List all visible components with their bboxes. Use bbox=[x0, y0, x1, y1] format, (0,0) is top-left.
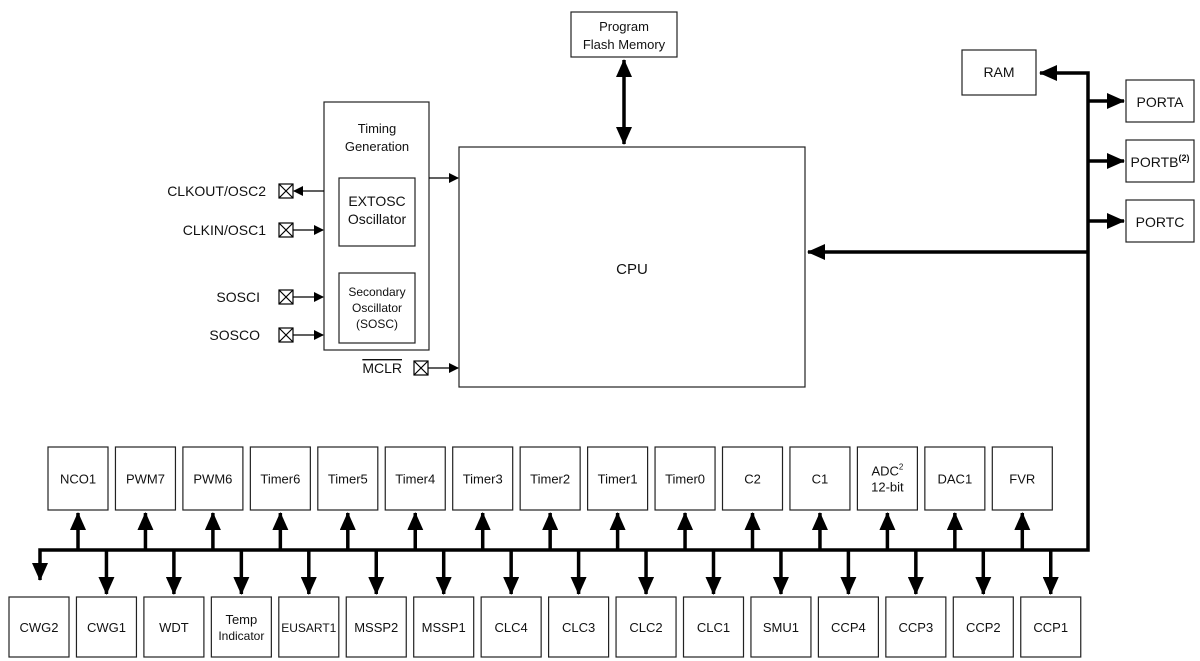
peripheral-label: Timer2 bbox=[530, 472, 570, 487]
port-block-porta: PORTA bbox=[1125, 79, 1195, 123]
peripheral-label: CWG2 bbox=[20, 620, 59, 635]
peripheral-label: Timer3 bbox=[463, 472, 503, 487]
pin-label-clkout: CLKOUT/OSC2 bbox=[167, 183, 266, 199]
peripheral-label: PWM7 bbox=[126, 472, 165, 487]
port-label: PORTB(2) bbox=[1131, 153, 1190, 170]
peripheral-clc3: CLC3 bbox=[547, 596, 610, 658]
peripheral-clc4: CLC4 bbox=[480, 596, 542, 658]
peripheral-label: Indicator bbox=[218, 629, 264, 643]
peripheral-cwg2: CWG2 bbox=[8, 596, 70, 658]
peripheral-timer4: Timer4 bbox=[384, 446, 446, 511]
extosc-label-1: EXTOSC bbox=[348, 193, 405, 209]
peripheral-label: WDT bbox=[159, 620, 189, 635]
sosc-label-1: Secondary bbox=[348, 285, 405, 299]
peripheral-ccp4: CCP4 bbox=[817, 596, 880, 658]
flash-label-line1: Program bbox=[599, 19, 649, 34]
system-bus bbox=[32, 65, 1090, 581]
peripheral-label: CLC4 bbox=[495, 620, 528, 635]
peripheral-label: EUSART1 bbox=[281, 621, 336, 635]
peripheral-label: Timer4 bbox=[395, 472, 435, 487]
peripheral-label: CCP1 bbox=[1033, 620, 1068, 635]
ram-block: RAM bbox=[961, 49, 1037, 96]
peripheral-label: MSSP1 bbox=[422, 620, 466, 635]
peripheral-label: C1 bbox=[812, 472, 829, 487]
peripheral-ccp3: CCP3 bbox=[885, 596, 947, 658]
peripheral-clc2: CLC2 bbox=[615, 596, 677, 658]
sosc-label-3: (SOSC) bbox=[356, 317, 398, 331]
port-block-portc: PORTC bbox=[1125, 199, 1195, 243]
sosc-block: Secondary Oscillator (SOSC) bbox=[338, 272, 416, 344]
peripheral-label: NCO1 bbox=[60, 472, 96, 487]
cpu-block: CPU bbox=[458, 146, 806, 388]
peripheral-label: CCP4 bbox=[831, 620, 866, 635]
extosc-block: EXTOSC Oscillator bbox=[338, 177, 416, 247]
port-label: PORTC bbox=[1136, 214, 1185, 230]
peripheral-label: Timer0 bbox=[665, 472, 705, 487]
pin-label-sosco: SOSCO bbox=[209, 327, 260, 343]
cpu-label: CPU bbox=[616, 261, 648, 278]
peripheral-mssp1: MSSP1 bbox=[413, 596, 475, 658]
peripheral-fvr: FVR bbox=[991, 446, 1053, 511]
peripheral-label: C2 bbox=[744, 472, 761, 487]
timing-title-1: Timing bbox=[358, 121, 397, 136]
peripheral-label: Timer1 bbox=[598, 472, 638, 487]
pin-clkout: CLKOUT/OSC2 bbox=[167, 183, 294, 199]
peripheral-label: DAC1 bbox=[938, 472, 973, 487]
peripheral-dac1: DAC1 bbox=[924, 446, 986, 511]
peripheral-label: SMU1 bbox=[763, 620, 799, 635]
peripheral-label: CLC3 bbox=[562, 620, 595, 635]
program-flash-memory-block: Program Flash Memory bbox=[570, 11, 678, 58]
peripheral-timer1: Timer1 bbox=[586, 446, 649, 511]
pin-clkin: CLKIN/OSC1 bbox=[183, 222, 294, 238]
port-label: PORTA bbox=[1137, 94, 1185, 110]
timing-title-2: Generation bbox=[345, 139, 409, 154]
pin-label-mclr: MCLR bbox=[362, 360, 402, 376]
peripheral-timer2: Timer2 bbox=[519, 446, 581, 511]
peripheral-label: CCP2 bbox=[966, 620, 1001, 635]
peripheral-pwm6: PWM6 bbox=[182, 446, 244, 511]
peripheral-timer0: Timer0 bbox=[654, 446, 716, 511]
peripheral-cwg1: CWG1 bbox=[75, 596, 138, 658]
peripheral-timer3: Timer3 bbox=[452, 446, 514, 511]
pin-label-sosci: SOSCI bbox=[216, 289, 260, 305]
peripheral-ccp1: CCP1 bbox=[1020, 596, 1082, 658]
peripheral-eusart1: EUSART1 bbox=[278, 596, 340, 658]
peripheral-label: CLC1 bbox=[697, 620, 730, 635]
peripheral-timer6: Timer6 bbox=[249, 446, 311, 511]
peripheral-c1: C1 bbox=[789, 446, 851, 511]
peripheral-label: FVR bbox=[1009, 472, 1035, 487]
peripheral-nco1: NCO1 bbox=[47, 446, 109, 511]
sosc-label-2: Oscillator bbox=[352, 301, 402, 315]
peripheral-label: MSSP2 bbox=[354, 620, 398, 635]
pin-sosci: SOSCI bbox=[216, 289, 294, 305]
peripheral-wdt: WDT bbox=[143, 596, 205, 658]
peripheral-label: CWG1 bbox=[87, 620, 126, 635]
pin-sosco: SOSCO bbox=[209, 327, 294, 343]
peripheral-label: Timer6 bbox=[260, 472, 300, 487]
flash-label-line2: Flash Memory bbox=[583, 37, 666, 52]
ram-label: RAM bbox=[983, 64, 1014, 80]
peripheral-clc1: CLC1 bbox=[682, 596, 745, 658]
peripheral-label: Timer5 bbox=[328, 472, 368, 487]
peripheral-label: PWM6 bbox=[193, 472, 232, 487]
pin-label-clkin: CLKIN/OSC1 bbox=[183, 222, 266, 238]
peripheral-label: Temp bbox=[225, 612, 257, 627]
peripheral-smu1: SMU1 bbox=[750, 596, 812, 658]
port-block-portb: PORTB(2) bbox=[1125, 139, 1195, 183]
peripheral-mssp2: MSSP2 bbox=[345, 596, 407, 658]
peripheral-timer5: Timer5 bbox=[317, 446, 379, 511]
peripheral-label: 12-bit bbox=[871, 480, 904, 495]
peripheral-label: CLC2 bbox=[629, 620, 662, 635]
peripheral-c2: C2 bbox=[721, 446, 784, 511]
timing-generation-block: Timing Generation EXTOSC Oscillator Seco… bbox=[323, 101, 430, 351]
extosc-label-2: Oscillator bbox=[348, 211, 407, 227]
peripheral-label: CCP3 bbox=[899, 620, 934, 635]
peripheral-pwm7: PWM7 bbox=[114, 446, 177, 511]
peripheral-ccp2: CCP2 bbox=[952, 596, 1014, 658]
peripheral-label: ADC2 bbox=[871, 463, 903, 479]
pin-mclr: MCLR bbox=[362, 360, 429, 376]
